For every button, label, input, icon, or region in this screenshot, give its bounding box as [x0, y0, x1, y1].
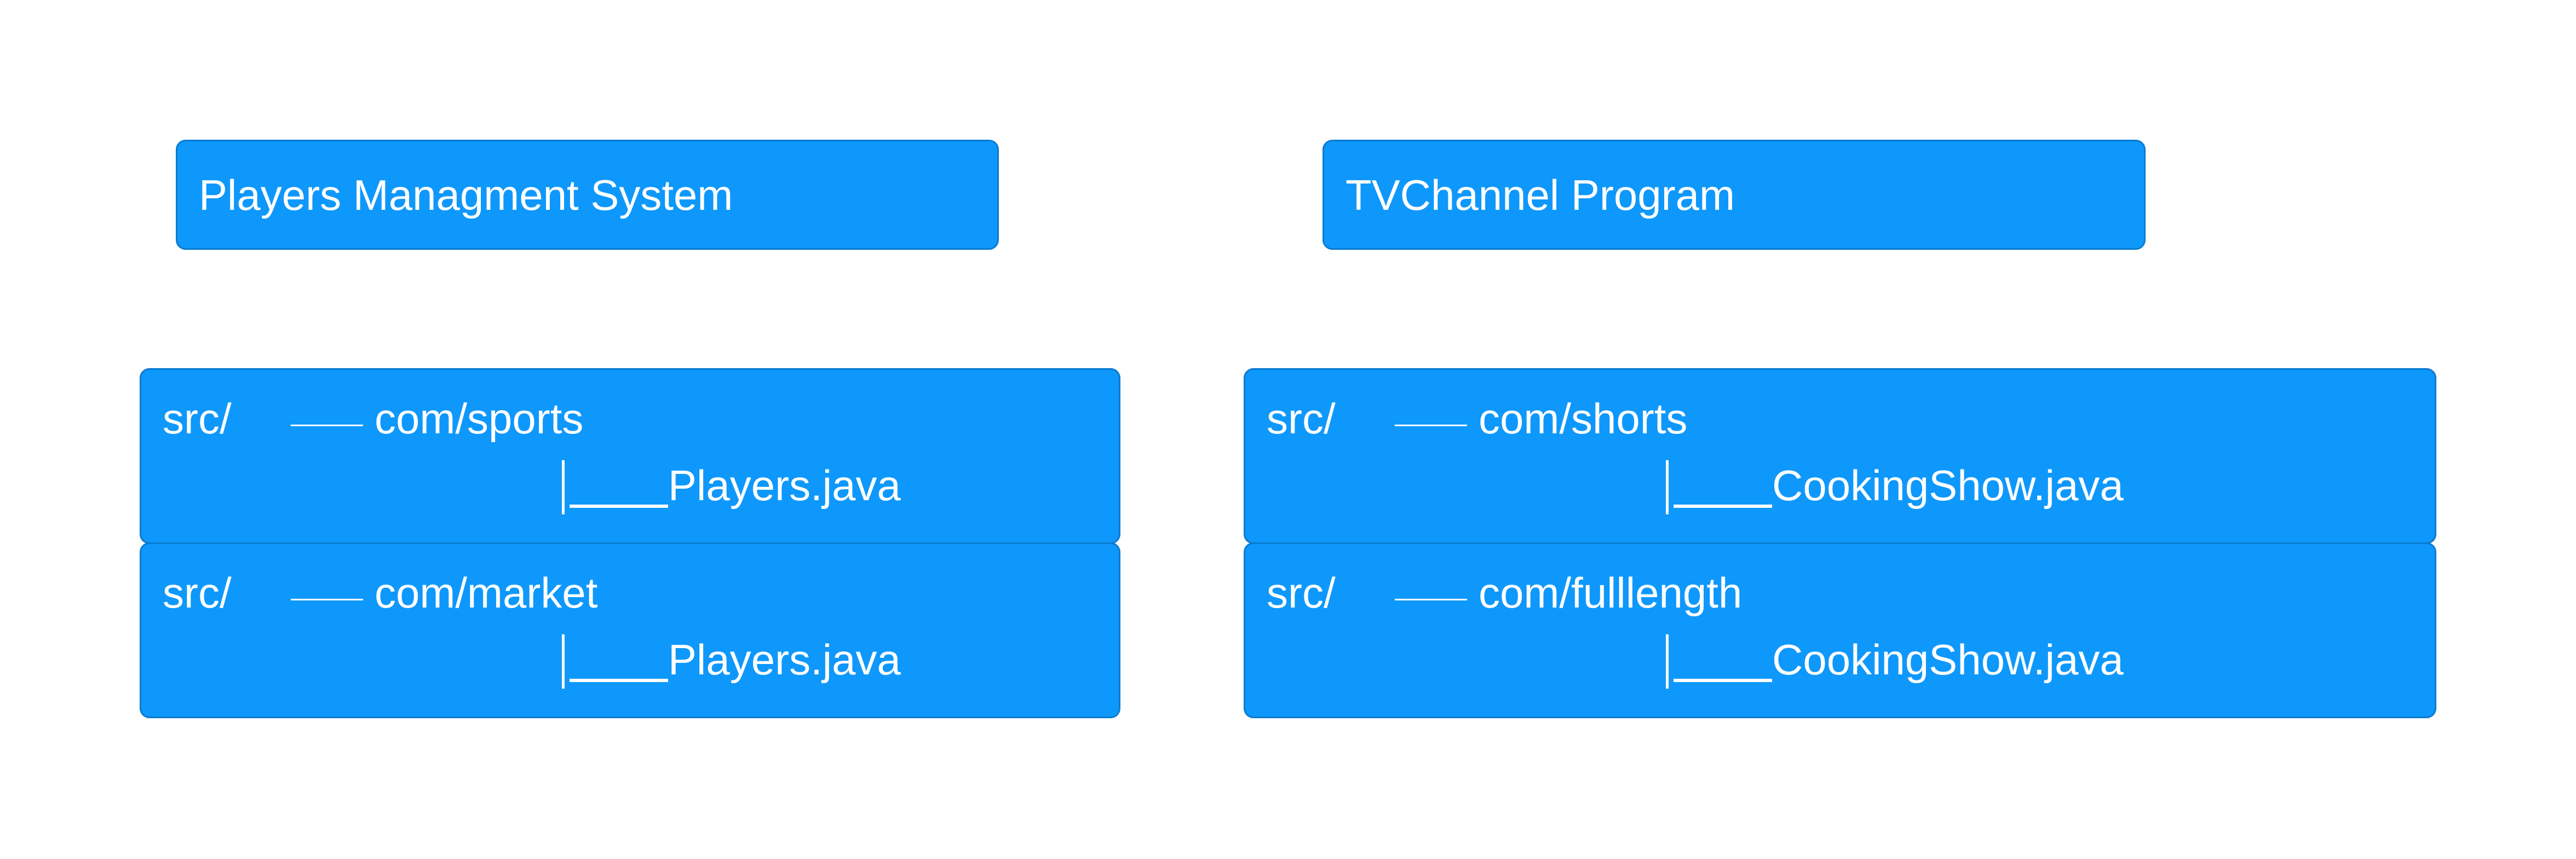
package-label: com/market — [375, 569, 598, 617]
package-tree-box-sports: src/ com/sports Players.java — [140, 368, 1120, 544]
java-file-label: Players.java — [668, 461, 901, 509]
tree-vertical-connector — [562, 634, 565, 689]
project-title: Players Managment System — [199, 170, 733, 219]
src-folder-label: src/ — [163, 569, 232, 617]
package-label: com/sports — [375, 394, 584, 443]
package-tree-box-fulllength: src/ com/fulllength CookingShow.java — [1244, 542, 2436, 718]
tree-horizontal-connector — [570, 679, 668, 682]
tree-vertical-connector — [1666, 460, 1669, 514]
tree-horizontal-connector — [1674, 679, 1772, 682]
package-label: com/shorts — [1479, 394, 1688, 443]
java-file-label: CookingShow.java — [1772, 635, 2124, 684]
tree-branch-line — [1395, 425, 1467, 426]
tree-branch-line — [1395, 599, 1467, 600]
java-file-label: CookingShow.java — [1772, 461, 2124, 509]
package-tree-box-shorts: src/ com/shorts CookingShow.java — [1244, 368, 2436, 544]
src-folder-label: src/ — [1267, 569, 1336, 617]
tree-branch-line — [291, 599, 363, 600]
tree-vertical-connector — [562, 460, 565, 514]
project-title-box-players: Players Managment System — [176, 140, 999, 250]
src-folder-label: src/ — [1267, 394, 1336, 443]
src-folder-label: src/ — [163, 394, 232, 443]
tree-horizontal-connector — [570, 505, 668, 508]
project-title-box-tvchannel: TVChannel Program — [1323, 140, 2146, 250]
package-label: com/fulllength — [1479, 569, 1743, 617]
tree-vertical-connector — [1666, 634, 1669, 689]
package-tree-box-market: src/ com/market Players.java — [140, 542, 1120, 718]
project-title: TVChannel Program — [1346, 170, 1735, 219]
tree-branch-line — [291, 425, 363, 426]
tree-horizontal-connector — [1674, 505, 1772, 508]
java-file-label: Players.java — [668, 635, 901, 684]
